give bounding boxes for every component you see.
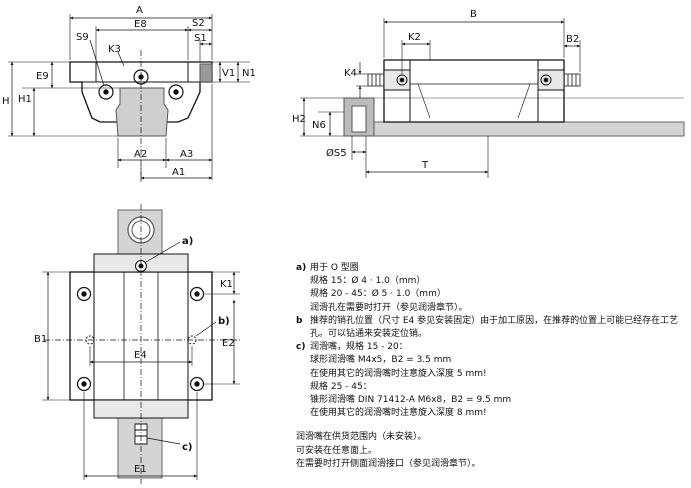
note-a: a) 用于 O 型圈 <box>296 262 688 275</box>
dim-N6: N6 <box>312 120 326 131</box>
side-grease-nipple-left <box>367 73 385 87</box>
footer-line-2: 在需要时打开侧面润滑接口（参见润滑章节）。 <box>296 458 481 469</box>
note-a-line-0: 用于 O 型圈 <box>310 263 359 273</box>
note-a-line-2: 规格 20 - 45：Ø 5 · 1.0（mm） <box>310 289 446 300</box>
front-view <box>8 14 250 182</box>
dim-K2: K2 <box>408 32 421 43</box>
dim-H: H <box>2 96 10 107</box>
dim-E8: E8 <box>134 19 147 30</box>
dim-B1: B1 <box>34 334 47 345</box>
dim-S9: S9 <box>76 32 89 43</box>
note-c: c) 润滑嘴，规格 15 - 20： <box>296 341 688 354</box>
dim-S2: S2 <box>192 18 205 29</box>
note-c-line-1: 球形润滑嘴 M4x5，B2 = 3.5 mm <box>310 355 452 366</box>
dim-N1: N1 <box>242 68 256 79</box>
side-grease-nipple-right <box>563 73 581 87</box>
side-rail <box>343 121 685 137</box>
note-c-line-5: 在使用其它的润滑嘴时注意旋入深度 8 mm! <box>310 408 487 419</box>
note-b: b 推荐的销孔位置（尺寸 E4 参见安装固定）由于加工原因，在推荐的位置上可能已… <box>296 315 688 341</box>
dim-K3: K3 <box>108 44 121 55</box>
side-carriage <box>383 59 565 123</box>
dim-A3: A3 <box>180 149 193 160</box>
dim-T: T <box>421 160 429 171</box>
top-bolt-bl <box>76 376 92 392</box>
note-c-label: c) <box>296 342 306 353</box>
dim-B: B <box>470 9 477 20</box>
callout-c: c) <box>182 442 193 453</box>
top-bolt-tl <box>76 286 92 302</box>
footer-line-0: 润滑嘴在供货范围内（未安装）。 <box>296 432 427 443</box>
note-a-label: a) <box>296 263 307 273</box>
top-view <box>42 204 240 484</box>
dim-H1: H1 <box>18 94 32 105</box>
dim-A2: A2 <box>134 149 147 160</box>
note-c-line-3: 规格 25 - 45： <box>310 381 372 392</box>
dim-A1: A1 <box>172 167 185 178</box>
note-a-line-3: 润滑孔在需要时打开（参见润滑章节）。 <box>310 302 468 313</box>
dim-E4: E4 <box>134 350 147 361</box>
dim-E1: E1 <box>134 464 147 475</box>
note-b-text: 推荐的销孔位置（尺寸 E4 参见安装固定）由于加工原因，在推荐的位置上可能已经存… <box>310 315 679 340</box>
dim-A: A <box>136 5 143 16</box>
dim-S1: S1 <box>194 33 207 44</box>
top-bolt-tr <box>189 286 205 302</box>
footer-line-1: 可安装在任意面上。 <box>296 445 378 456</box>
dim-H2: H2 <box>292 114 306 125</box>
dim-V1: V1 <box>222 68 235 79</box>
note-c-line-2: 在使用其它的润滑嘴时注意旋入深度 5 mm! <box>310 368 487 379</box>
front-bolt-right <box>168 84 184 100</box>
note-b-label: b <box>296 315 303 326</box>
front-bolt-left <box>98 84 114 100</box>
note-c-line-4: 锥形润滑嘴 DIN 71412-A M6x8，B2 = 9.5 mm <box>310 395 512 406</box>
top-bolt-br <box>189 376 205 392</box>
front-rail <box>115 87 169 137</box>
dim-K1: K1 <box>220 279 233 290</box>
dim-S5: ØS5 <box>326 147 347 159</box>
callout-a: a) <box>182 236 193 247</box>
dim-E9: E9 <box>36 71 49 82</box>
callout-b: b) <box>218 316 230 327</box>
dim-K4: K4 <box>344 68 357 79</box>
side-view <box>300 18 685 178</box>
notes-panel: a) 用于 O 型圈 规格 15：Ø 4 · 1.0（mm） 规格 20 - 4… <box>296 262 688 471</box>
note-a-line-1: 规格 15：Ø 4 · 1.0（mm） <box>310 276 426 287</box>
dim-E2: E2 <box>222 338 235 349</box>
dim-B2: B2 <box>566 34 579 45</box>
note-c-line-0: 润滑嘴，规格 15 - 20： <box>310 342 408 353</box>
